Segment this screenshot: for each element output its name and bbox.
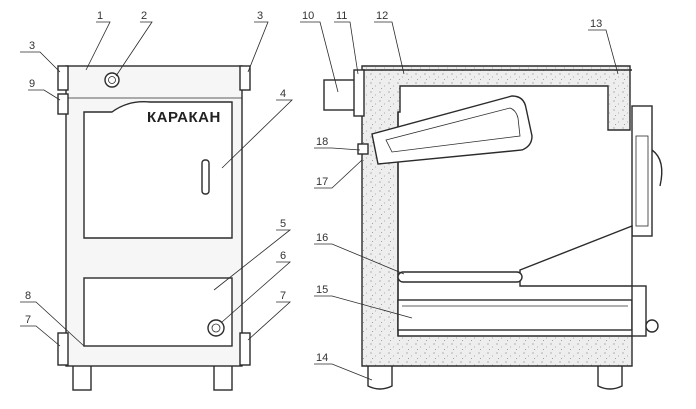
callout-12: 12 [376, 10, 388, 22]
callout-4: 4 [280, 88, 286, 100]
callout-18: 18 [316, 136, 328, 148]
front-left-leg [72, 363, 92, 391]
front-view: КАРАКАН [57, 65, 251, 391]
callout-16: 16 [316, 232, 328, 244]
callout-13: 13 [590, 18, 602, 30]
section-left-leg [367, 363, 393, 390]
thermometer-dial [104, 72, 120, 88]
ash-door-side [631, 285, 647, 337]
bottom-left-hinge [57, 332, 69, 366]
top-left-hinge [57, 65, 69, 91]
left-lug [57, 93, 69, 115]
loading-door-side [631, 105, 653, 237]
section-right-leg [597, 363, 623, 390]
leader-lines [20, 21, 619, 381]
callout-15: 15 [316, 284, 328, 296]
ash-door [83, 277, 233, 347]
callout-2: 2 [141, 10, 147, 22]
water-jacket [361, 65, 633, 367]
callout-3-left: 3 [29, 40, 35, 52]
top-right-hinge [239, 65, 251, 91]
callout-10: 10 [302, 10, 314, 22]
door-handle [201, 159, 210, 195]
air-knob-side [645, 319, 659, 333]
section-view [323, 65, 663, 390]
grate-bar [397, 271, 523, 283]
callout-6: 6 [280, 250, 286, 262]
brand-label: КАРАКАН [147, 109, 221, 126]
sensor-fitting [357, 143, 369, 155]
callout-17: 17 [316, 176, 328, 188]
upper-loading-door [83, 101, 233, 239]
callout-1: 1 [97, 10, 103, 22]
door-handle-side [651, 149, 663, 187]
callout-7-right: 7 [280, 290, 286, 302]
bottom-right-hinge [239, 332, 251, 366]
flue-flange [353, 69, 365, 117]
air-regulator-knob [207, 319, 225, 337]
callout-7-left: 7 [25, 314, 31, 326]
ash-pan [397, 299, 633, 331]
callout-3-right: 3 [257, 10, 263, 22]
callout-11: 11 [336, 10, 347, 22]
front-right-leg [213, 363, 233, 391]
grate-wedge [519, 224, 633, 287]
callout-8: 8 [25, 290, 31, 302]
callout-14: 14 [316, 352, 328, 364]
callout-9: 9 [29, 78, 35, 90]
callout-labels: 1 2 3 3 9 4 5 6 8 7 7 10 11 12 13 18 17 … [25, 10, 602, 364]
callout-5: 5 [280, 218, 286, 230]
